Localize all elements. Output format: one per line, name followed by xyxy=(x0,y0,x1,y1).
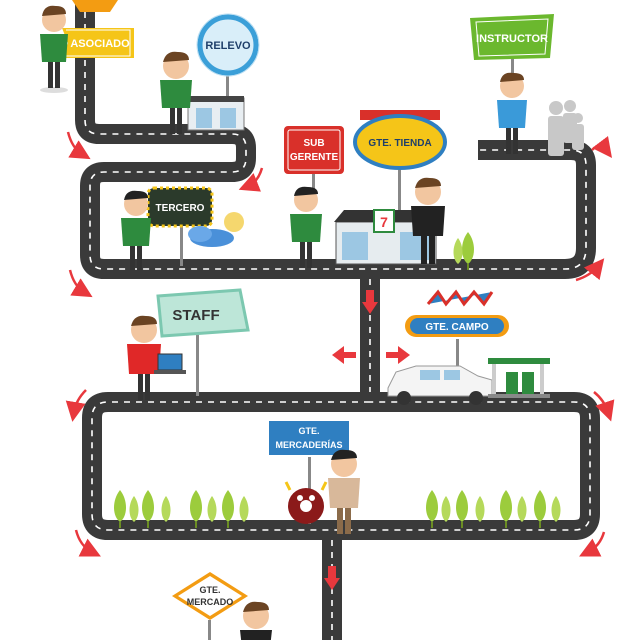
gte-mercado-sign: GTE. MERCADO xyxy=(172,572,248,640)
store-logo: 7 xyxy=(380,214,388,230)
worker-tercero xyxy=(121,190,151,270)
car-icon xyxy=(387,365,493,405)
sub-gerente-label-1: SUB xyxy=(303,138,324,149)
gte-campo-label: GTE. CAMPO xyxy=(425,322,489,333)
worker-gte-mercaderias xyxy=(328,449,360,534)
gte-mercado-label-1: GTE. xyxy=(199,585,220,595)
tercero-label: TERCERO xyxy=(156,203,205,214)
instructor-label: INSTRUCTOR xyxy=(476,33,548,45)
gte-mercado-label-2: MERCADO xyxy=(187,597,234,607)
worker-gte-tienda xyxy=(411,177,445,264)
tercero-sign: TERCERO xyxy=(146,186,214,266)
worker-relevo xyxy=(160,51,192,134)
gas-station-icon xyxy=(488,358,550,398)
gte-campo-sign: GTE. CAMPO xyxy=(403,289,511,372)
gte-tienda-label: GTE. TIENDA xyxy=(368,138,431,149)
donut-mascot-icon xyxy=(284,481,328,524)
worker-instructor xyxy=(497,72,527,154)
weather-cloud-moon xyxy=(188,212,244,247)
relevo-kiosk xyxy=(187,96,245,131)
relevo-label: RELEVO xyxy=(205,40,251,52)
worker-gte-mercado xyxy=(240,601,272,640)
staff-sign: STAFF xyxy=(156,288,250,396)
gte-tienda-sign: GTE. TIENDA xyxy=(353,110,447,212)
worker-asociado xyxy=(40,5,68,93)
worker-sub-gerente xyxy=(290,186,322,268)
direction-arrows xyxy=(65,131,615,557)
gte-mercaderias-label-1: GTE. xyxy=(298,426,319,436)
asociado-sign: ASOCIADO xyxy=(62,0,134,58)
sub-gerente-sign: SUB GERENTE xyxy=(284,126,344,190)
instructor-sign: INSTRUCTOR xyxy=(470,14,554,76)
sub-gerente-label-2: GERENTE xyxy=(290,152,339,163)
staff-label: STAFF xyxy=(172,307,219,324)
laptop-icon xyxy=(154,353,186,374)
gte-mercaderias-label-2: MERCADERÍAS xyxy=(275,440,342,450)
worker-staff xyxy=(127,315,161,400)
relevo-sign: RELEVO xyxy=(196,13,260,100)
asociado-label: ASOCIADO xyxy=(70,38,130,50)
trainee-silhouettes xyxy=(548,100,584,156)
